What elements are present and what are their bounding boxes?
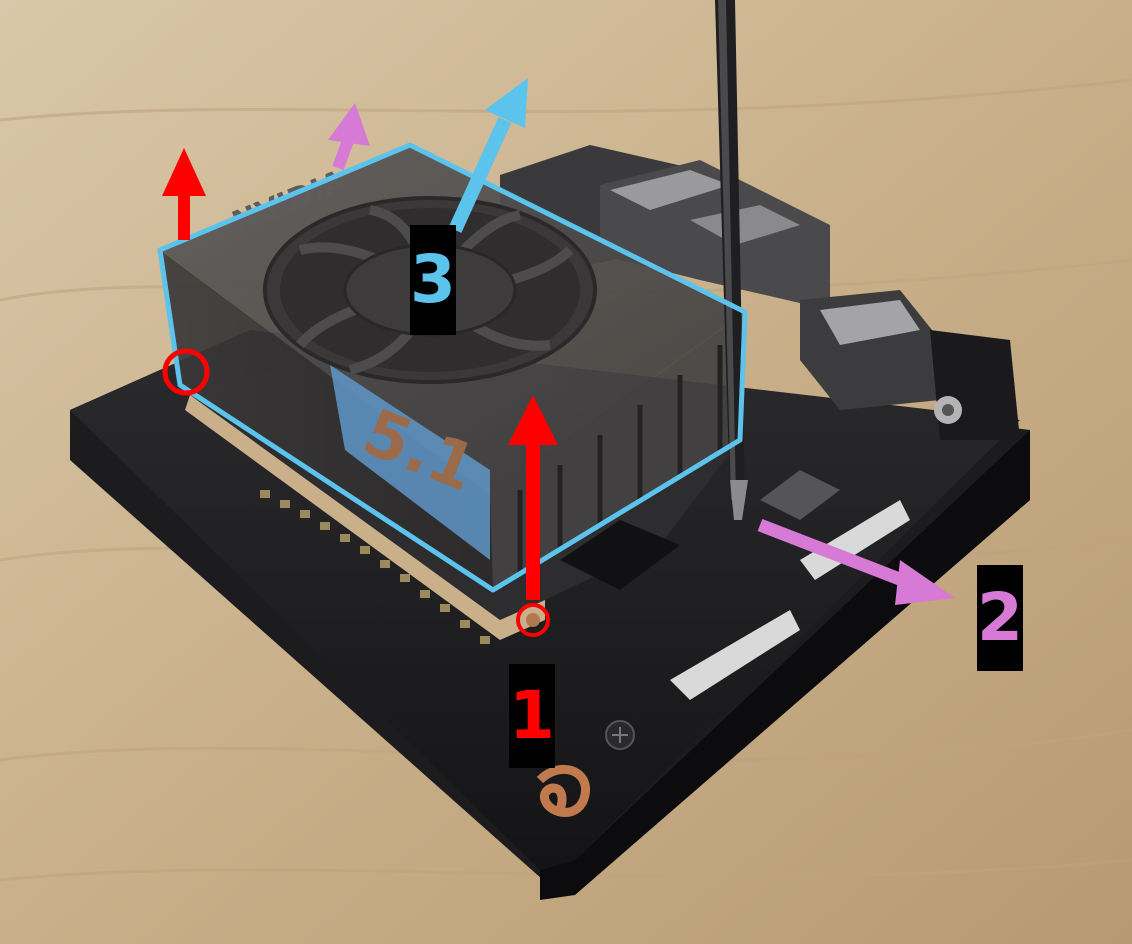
board-connector-pins [260, 490, 490, 644]
step2-arrow-back-head [328, 103, 370, 146]
module-chip [560, 520, 680, 590]
step1-screw-circle-front [516, 603, 550, 637]
step1-arrow-main-head [508, 395, 558, 445]
board-number-marking [536, 764, 590, 817]
step3-arrow-head [485, 78, 528, 128]
carrier-board-edge [540, 430, 1030, 900]
board-ribbon-connectors [670, 470, 910, 700]
board-screw-front-cross [612, 727, 628, 743]
heatsink-fins [517, 345, 723, 575]
step3-outline [157, 142, 748, 593]
step3-arrow-shaft [448, 117, 512, 233]
io-ports [500, 145, 1020, 440]
module-pcb-edge [185, 395, 545, 640]
step2-label: 2 [977, 565, 1023, 671]
step1-label: 1 [509, 664, 555, 768]
step2-arrow-shaft [757, 518, 918, 592]
step1-arrow-left-head [162, 148, 206, 196]
step1-screw-front [526, 613, 540, 627]
heatsink-front [160, 250, 493, 590]
heatsink-sticker [330, 365, 490, 560]
step1-screw-circle-left [162, 348, 210, 396]
screwdriver [715, 0, 748, 520]
step3-label: 3 [410, 225, 456, 335]
step2-arrow-head [895, 560, 955, 605]
